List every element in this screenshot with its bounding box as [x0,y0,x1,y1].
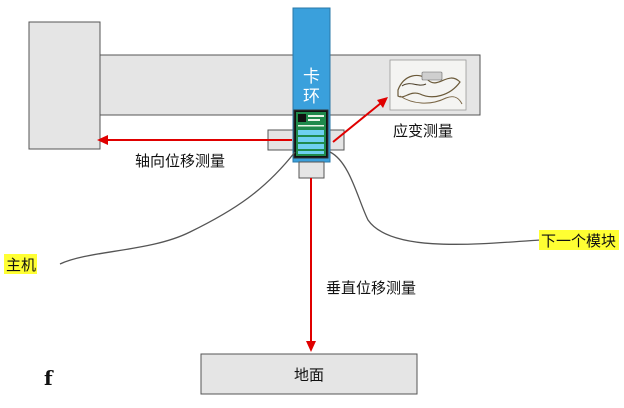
vertical-displacement-label: 垂直位移测量 [326,279,416,297]
host-label-highlight [4,254,37,274]
acquisition-card-icon [293,109,329,159]
axial-displacement-label: 轴向位移测量 [135,152,225,170]
host-label: 主机 [6,256,36,274]
vertical-displacement-arrow [306,178,316,352]
left-column-block [28,21,101,150]
clamp-label-line1: 卡 [303,67,320,87]
next-module-label: 下一个模块 [541,232,616,250]
strain-label: 应变测量 [393,122,453,140]
next-module-cable [329,151,541,245]
ground-block [200,353,418,395]
host-cable [59,151,296,265]
next-module-label-highlight [539,230,619,250]
axial-displacement-arrow [97,135,292,145]
clamp-label-line2: 环 [303,87,320,107]
strain-arrow [332,97,388,143]
ground-label: 地面 [294,366,324,384]
figure-tag: f [44,366,54,390]
strain-sensor-photo-icon [389,59,467,111]
bottom-sensor-block [298,161,325,179]
